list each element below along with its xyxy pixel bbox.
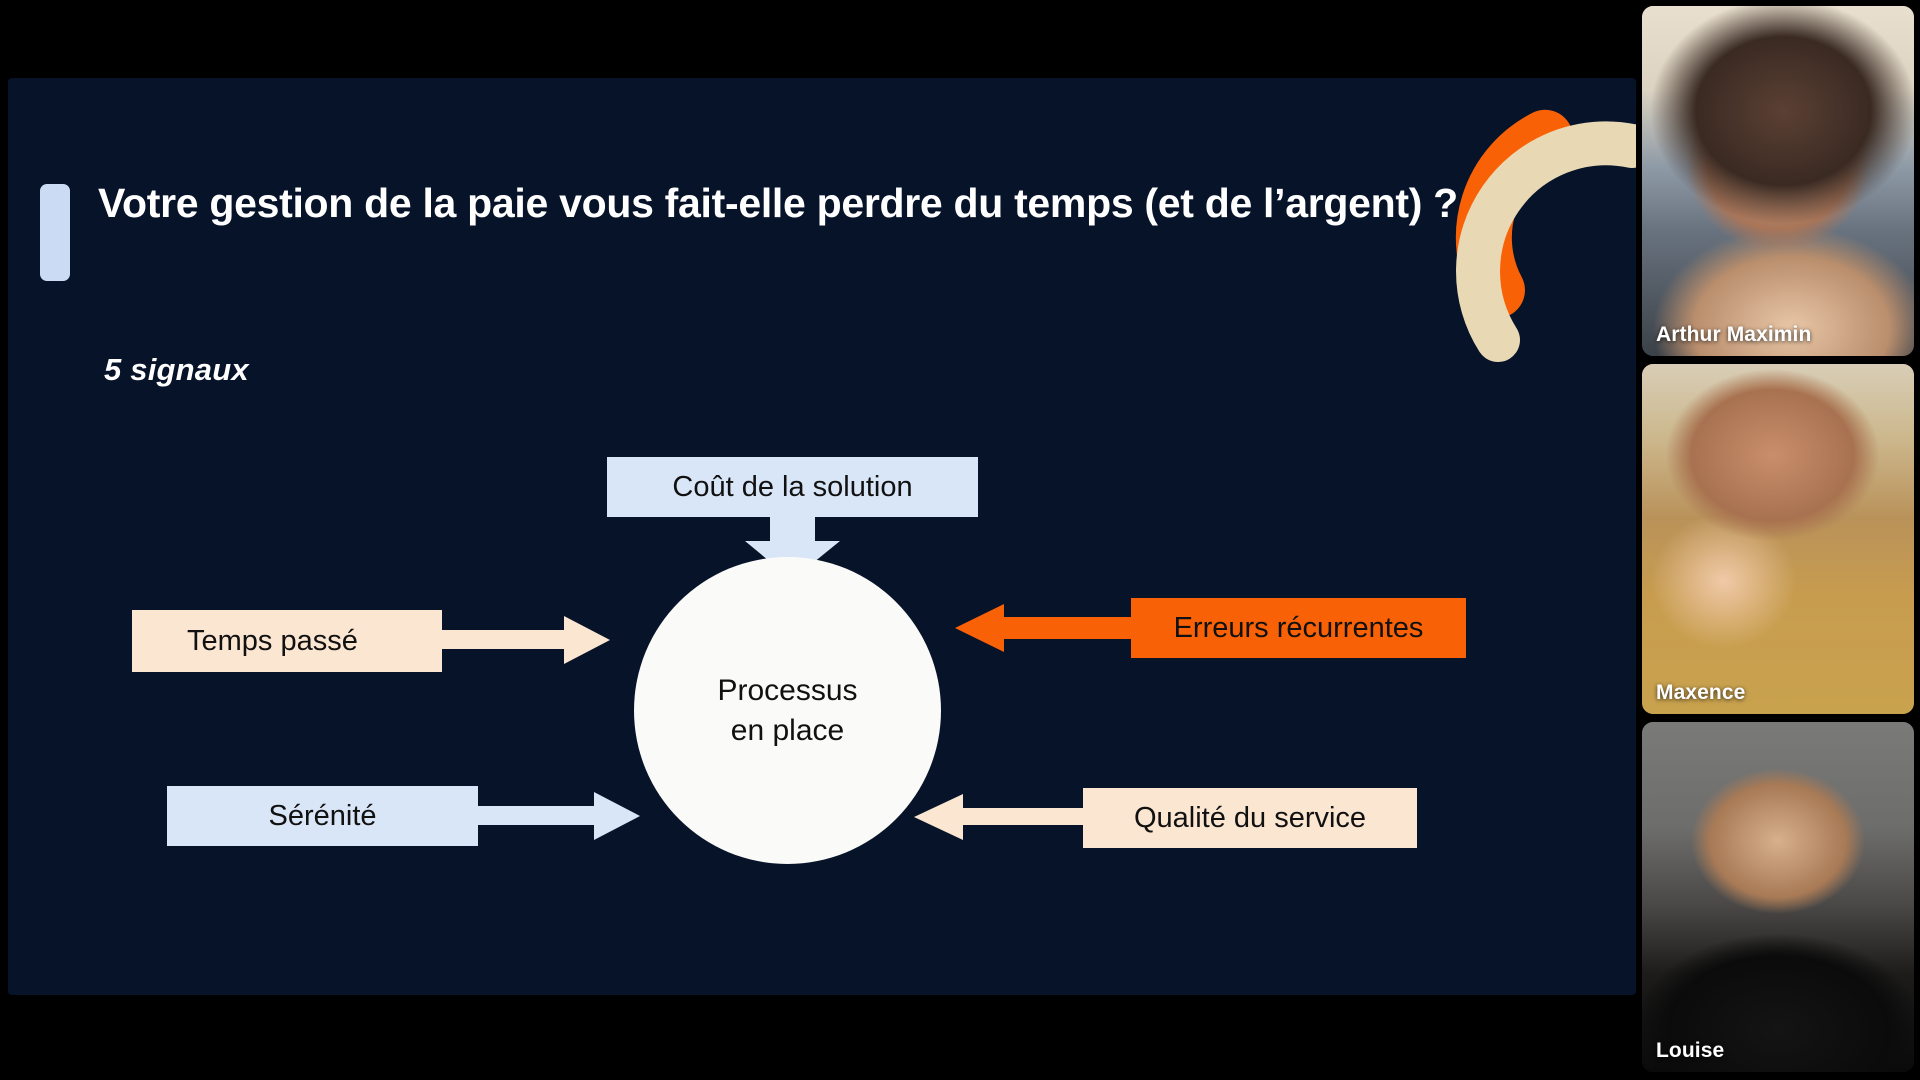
arc-inner-cream bbox=[1456, 121, 1636, 362]
presentation-slide: Votre gestion de la paie vous fait-elle … bbox=[8, 78, 1636, 995]
diagram-node-cout[interactable]: Coût de la solution bbox=[607, 457, 978, 517]
slide-title-row: Votre gestion de la paie vous fait-elle … bbox=[40, 178, 1480, 281]
video-tile-maxence[interactable]: Maxence bbox=[1642, 364, 1914, 714]
slide-title: Votre gestion de la paie vous fait-elle … bbox=[98, 180, 1458, 226]
video-feed bbox=[1642, 364, 1914, 714]
hub-label-line2: en place bbox=[730, 713, 845, 747]
diagram-node-temps[interactable]: Temps passé bbox=[132, 610, 442, 672]
participant-name: Maxence bbox=[1656, 681, 1746, 704]
diagram-node-qualite[interactable]: Qualité du service bbox=[1083, 788, 1417, 848]
diagram-node-label: Coût de la solution bbox=[672, 470, 913, 503]
diagram-node-label: Sérénité bbox=[268, 799, 377, 832]
video-feed bbox=[1642, 722, 1914, 1072]
video-feed bbox=[1642, 6, 1914, 356]
participant-name: Louise bbox=[1656, 1039, 1725, 1062]
arrow-serenite-right bbox=[474, 792, 640, 840]
hub-label-line1: Processus bbox=[717, 673, 858, 707]
participant-name: Arthur Maximin bbox=[1656, 323, 1812, 346]
video-participants-strip: Arthur Maximin Maxence Louise bbox=[1642, 6, 1914, 1074]
diagram-node-label: Erreurs récurrentes bbox=[1173, 611, 1424, 644]
diagram-node-erreurs[interactable]: Erreurs récurrentes bbox=[1131, 598, 1466, 658]
slide-subtitle: 5 signaux bbox=[104, 352, 249, 387]
diagram-node-label: Temps passé bbox=[187, 624, 358, 657]
video-tile-louise[interactable]: Louise bbox=[1642, 722, 1914, 1072]
diagram-node-label: Qualité du service bbox=[1133, 801, 1367, 834]
diagram-hub-circle[interactable]: Processus en place bbox=[634, 557, 941, 864]
arrow-temps-right bbox=[438, 616, 610, 664]
arrow-erreurs-left bbox=[955, 604, 1134, 652]
video-tile-arthur-maximin[interactable]: Arthur Maximin bbox=[1642, 6, 1914, 356]
process-diagram: Coût de la solution Temps passé Sérénité… bbox=[8, 408, 1636, 948]
arrow-qualite-left bbox=[914, 794, 1086, 840]
title-accent-bar bbox=[40, 184, 70, 281]
diagram-node-serenite[interactable]: Sérénité bbox=[167, 786, 478, 846]
